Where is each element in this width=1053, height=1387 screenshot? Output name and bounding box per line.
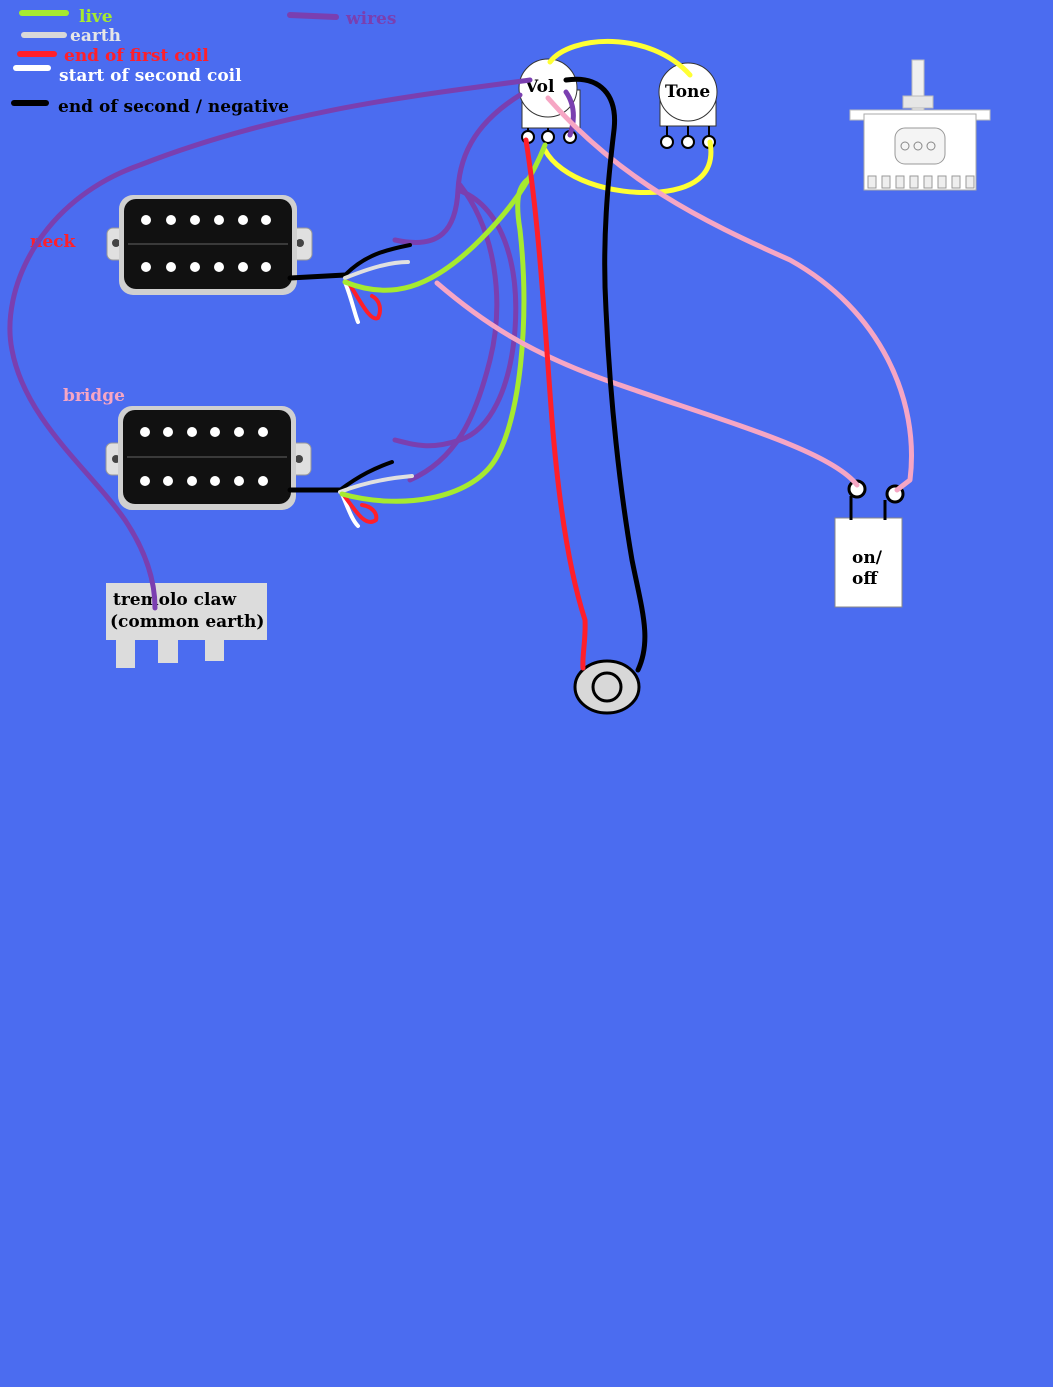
wire-purple-bridge-ground-2 [407,182,500,483]
neck-humbucker-left-screw [112,239,120,247]
on-off-switch-body [834,517,903,608]
wire-purple-main-ground [7,77,533,611]
wire-red-output [523,137,588,671]
tone-pot-label: Tone [665,82,710,102]
legend-label-earth: earth [70,26,121,46]
volume-pot-label: Vol [524,77,555,97]
wire-bridge-black [338,460,394,492]
tone-lug-2 [681,135,695,149]
wire-neck-white [343,280,360,324]
wire-purple-bridge-ground-1 [392,187,519,449]
neck-humbucker-right-screw [296,239,304,247]
tremolo-claw-label-line2: (common earth) [110,612,264,632]
tremolo-claw-prong-3 [205,639,224,661]
volume-pot: Vol [518,58,581,144]
wire-neck-lead [287,272,348,281]
legend-label-wires: wires [345,9,396,29]
wire-yellow-top [547,39,693,78]
volume-lug-2 [541,130,555,144]
wire-pink-neck-to-switch [434,280,860,488]
on-off-label-line1: on/ [852,548,883,568]
on-off-lug-left [847,479,867,499]
on-off-label-line2: off [852,569,878,589]
neck-humbucker-poles [141,215,271,272]
wire-neck-earth [343,260,410,280]
wire-neck-red [346,280,382,321]
legend-label-start-second-coil: start of second coil [59,66,242,86]
tone-lug-1 [660,135,674,149]
wire-bridge-red [341,492,379,524]
wire-bridge-live [339,175,533,504]
bridge-humbucker-poles [140,427,268,486]
wire-pink-volume-to-switch [545,95,914,493]
bridge-label: bridge [63,386,125,406]
neck-humbucker [106,195,313,295]
tone-pot-knob [658,62,718,122]
wire-purple-volume-lug [563,89,576,138]
legend: live earth end of first coil start of se… [11,7,396,117]
legend-label-end-first-coil: end of first coil [64,46,209,66]
tremolo-claw-prong-1 [116,639,135,668]
tremolo-claw-body [106,583,267,640]
tremolo-claw-prong-2 [158,639,178,663]
wire-neck-black [343,243,412,277]
selector-switch-icon [849,59,991,191]
on-off-switch: on/ off [834,479,905,608]
tremolo-claw: tremolo claw (common earth) [106,583,267,668]
wires [7,39,914,673]
tremolo-claw-label-line1: tremolo claw [113,590,236,610]
output-jack-inner [591,671,623,703]
wire-bridge-earth [338,474,414,494]
volume-pot-knob [518,58,578,118]
bridge-humbucker [105,406,312,510]
output-jack [573,659,641,715]
bridge-humbucker-right-screw [295,455,303,463]
legend-label-end-second-negative: end of second / negative [58,97,289,117]
wire-yellow-bottom [542,139,714,196]
legend-swatch-wires [287,12,339,20]
wire-black-output [563,76,648,673]
legend-label-live: live [79,7,113,27]
